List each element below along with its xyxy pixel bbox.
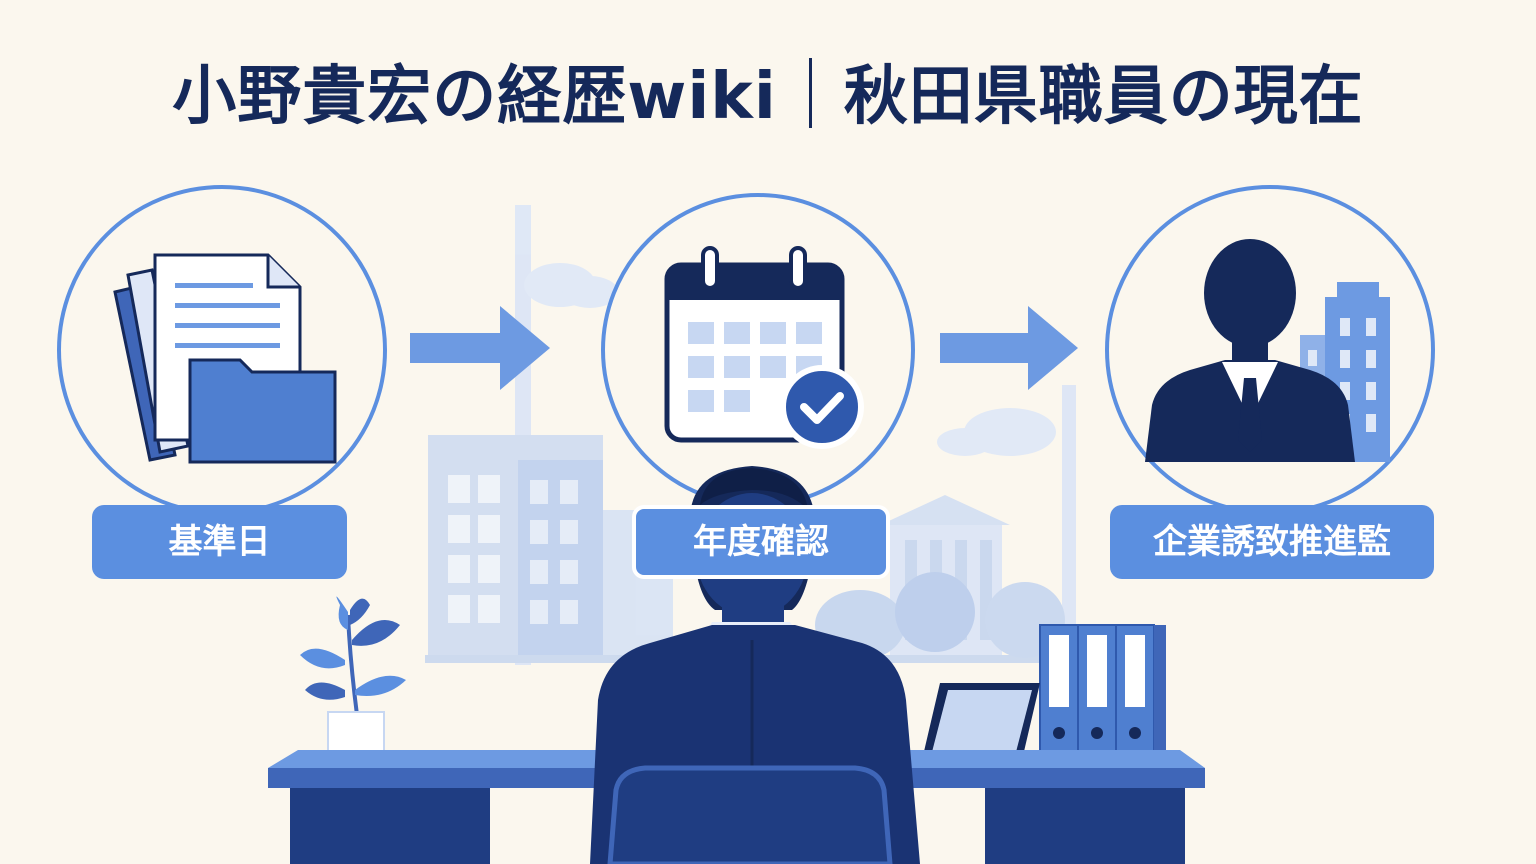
cloud-left bbox=[524, 263, 618, 308]
trees bbox=[815, 572, 1065, 660]
page-title: 小野貴宏の経歴wiki 秋田県職員の現在 bbox=[0, 52, 1536, 142]
arrow-right-icon bbox=[940, 306, 1078, 390]
office-building-left bbox=[428, 435, 673, 655]
office-chair bbox=[607, 765, 893, 864]
plant bbox=[300, 596, 406, 763]
binders bbox=[1039, 624, 1166, 766]
title-left: 小野貴宏の経歴wiki bbox=[172, 60, 777, 134]
step-label-3: 企業誘致推進監 bbox=[1110, 505, 1434, 579]
businessman-building-icon bbox=[1145, 239, 1390, 462]
arrow-right-icon bbox=[410, 306, 550, 390]
documents-folder-icon bbox=[113, 253, 337, 464]
step-label-1: 基準日 bbox=[92, 505, 347, 579]
title-right: 秋田県職員の現在 bbox=[843, 60, 1364, 134]
step-label-2: 年度確認 bbox=[632, 505, 890, 579]
calendar-check-icon bbox=[664, 246, 864, 449]
title-separator bbox=[808, 58, 812, 128]
cloud-right bbox=[937, 408, 1056, 456]
window-cityscape bbox=[425, 205, 1080, 665]
